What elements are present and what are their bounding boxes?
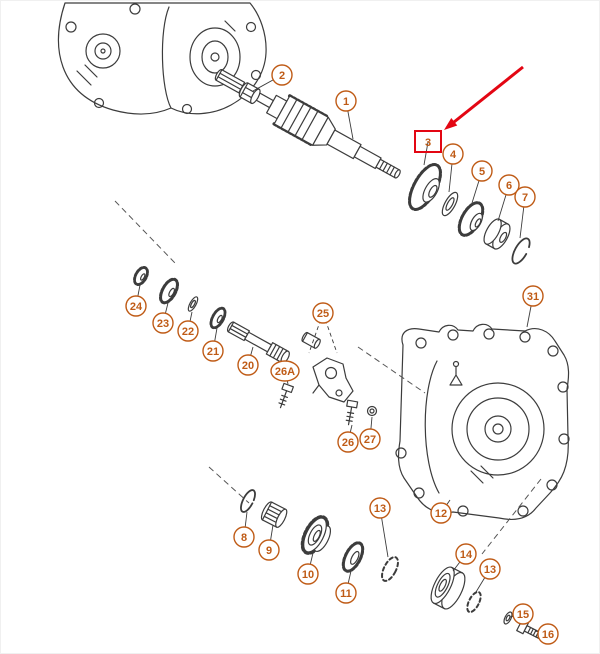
snap-ring-drawing <box>511 237 531 265</box>
callout-circle-13[interactable] <box>479 558 501 580</box>
callout-label-20[interactable]: 20 <box>242 360 254 372</box>
callout-circle-26A[interactable] <box>270 360 300 382</box>
leader-lines-layer <box>135 74 549 635</box>
callout-circle-26[interactable] <box>337 431 359 453</box>
callout-circle-2[interactable] <box>271 64 293 86</box>
callout-label-11[interactable]: 11 <box>340 588 352 600</box>
gear-hub-drawing <box>483 218 511 250</box>
callout-circle-11[interactable] <box>335 582 357 604</box>
callout-circle-24[interactable] <box>125 295 147 317</box>
callout-circle-21[interactable] <box>202 340 224 362</box>
callout-label-4[interactable]: 4 <box>450 149 457 161</box>
callout-label-25[interactable]: 25 <box>317 308 329 320</box>
selector-bracket-drawing <box>312 357 354 403</box>
callout-circle-25[interactable] <box>312 302 334 324</box>
synchro-hub-10-drawing <box>300 515 332 555</box>
highlight-box <box>414 130 442 153</box>
bolt-26-drawing <box>345 399 359 426</box>
callout-label-10[interactable]: 10 <box>302 569 314 581</box>
callout-label-8[interactable]: 8 <box>241 532 247 544</box>
callout-label-5[interactable]: 5 <box>479 166 485 178</box>
callout-circle-22[interactable] <box>177 320 199 342</box>
callout-circle-31[interactable] <box>522 285 544 307</box>
callout-label-24[interactable]: 24 <box>130 301 143 313</box>
clutch-drum-14-drawing <box>430 566 466 610</box>
callout-circle-27[interactable] <box>359 428 381 450</box>
callout-label-13[interactable]: 13 <box>374 503 386 515</box>
callout-label-14[interactable]: 14 <box>460 549 473 561</box>
highlight-arrowhead <box>444 118 458 130</box>
callout-label-13[interactable]: 13 <box>484 564 496 576</box>
circlip-8-drawing <box>240 489 256 513</box>
callout-label-23[interactable]: 23 <box>157 318 169 330</box>
construction-lines <box>114 200 542 555</box>
pinion-bevel-gear-drawing <box>133 266 149 286</box>
callout-circle-12[interactable] <box>430 502 452 524</box>
callout-label-12[interactable]: 12 <box>435 508 447 520</box>
callout-circle-9[interactable] <box>258 539 280 561</box>
highlight-arrow <box>447 65 524 128</box>
shaft-bushing-drawing <box>238 82 261 105</box>
splined-sleeve-9-drawing <box>260 501 288 528</box>
ring-gear-11-drawing <box>341 541 365 573</box>
callout-label-3[interactable]: 3 <box>425 137 431 149</box>
callout-circle-7[interactable] <box>514 186 536 208</box>
callout-label-7[interactable]: 7 <box>522 192 528 204</box>
callout-label-2[interactable]: 2 <box>279 70 285 82</box>
fourth-gear-drawing <box>457 201 485 237</box>
selector-pin-drawing <box>301 331 321 349</box>
input-shaft-drawing <box>214 69 401 179</box>
callout-circle-10[interactable] <box>297 563 319 585</box>
callout-circle-6[interactable] <box>498 174 520 196</box>
callout-label-1[interactable]: 1 <box>343 96 349 108</box>
callout-label-26A[interactable]: 26A <box>275 366 295 378</box>
callout-label-21[interactable]: 21 <box>207 346 219 358</box>
washer-15-drawing <box>503 611 513 625</box>
callout-circle-14[interactable] <box>455 543 477 565</box>
small-gear-drawing <box>209 306 227 330</box>
gearbox-housing-drawing <box>395 323 570 520</box>
spring-13-drawing <box>381 556 399 582</box>
callout-label-22[interactable]: 22 <box>182 326 194 338</box>
callout-circle-8[interactable] <box>233 526 255 548</box>
washer-27-drawing <box>366 405 378 417</box>
callout-circle-23[interactable] <box>152 312 174 334</box>
third-gear-drawing <box>407 162 443 212</box>
callout-circle-13[interactable] <box>369 497 391 519</box>
idler-gear-drawing <box>158 277 180 305</box>
callout-circle-15[interactable] <box>512 603 534 625</box>
callout-label-31[interactable]: 31 <box>527 291 539 303</box>
callout-leader-3 <box>423 141 429 166</box>
spring-13b-drawing <box>466 590 482 614</box>
callout-label-9[interactable]: 9 <box>266 545 272 557</box>
callout-circle-5[interactable] <box>471 160 493 182</box>
callout-label-27[interactable]: 27 <box>364 434 376 446</box>
callout-label-16[interactable]: 16 <box>542 629 554 641</box>
highlight-layer <box>414 65 524 153</box>
clutch-housing-drawing <box>57 2 267 115</box>
callout-circle-16[interactable] <box>537 623 559 645</box>
callout-circle-20[interactable] <box>237 354 259 376</box>
callout-circle-4[interactable] <box>442 143 464 165</box>
callout-circle-1[interactable] <box>335 90 357 112</box>
bearing-washer-drawing <box>187 296 199 312</box>
thrust-washer-drawing <box>441 191 459 217</box>
callout-label-6[interactable]: 6 <box>506 180 512 192</box>
output-shaft-drawing <box>226 321 290 364</box>
callout-label-15[interactable]: 15 <box>517 609 529 621</box>
bolt-26a-drawing <box>278 382 294 409</box>
callout-label-26[interactable]: 26 <box>342 437 354 449</box>
